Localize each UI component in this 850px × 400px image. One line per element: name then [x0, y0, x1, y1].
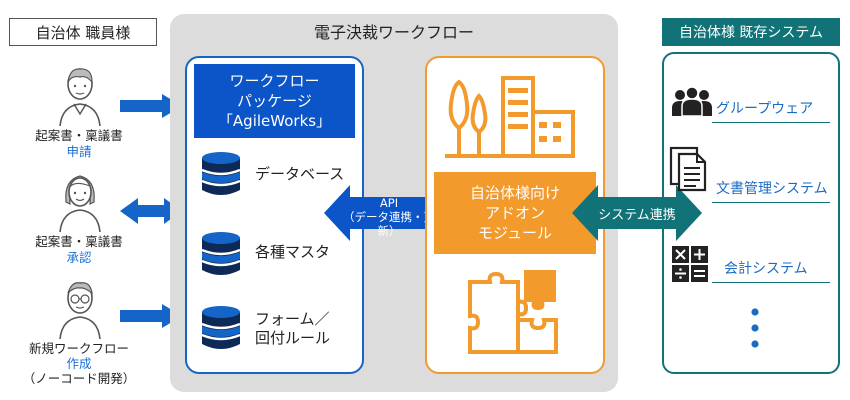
- api-arrow: [324, 185, 454, 241]
- role-doc-label: 起案書・稟議書: [35, 234, 123, 249]
- create-arrow: [120, 304, 182, 328]
- system-link-label: システム連携: [598, 207, 676, 223]
- document-icon: [669, 146, 707, 192]
- group-icon: [672, 86, 712, 116]
- addon-line: アドオン: [484, 204, 545, 222]
- workflow-title: 電子決裁ワークフロー: [313, 23, 474, 42]
- role-action-apply: 申請: [66, 144, 92, 159]
- database-icon: [201, 306, 241, 349]
- component-label-line: 回付ルール: [255, 329, 331, 347]
- system-item-groupware: グループウェア: [712, 96, 830, 123]
- staff-person-icon: [59, 282, 101, 339]
- apply-arrow: [120, 94, 182, 118]
- package-line: ワークフロー: [229, 72, 320, 90]
- package-line: 「AgileWorks」: [217, 112, 332, 130]
- staff-person-icon: [59, 68, 101, 126]
- api-label: API （データ連携・更新）: [335, 196, 443, 238]
- component-label-database: データベース: [255, 165, 345, 183]
- package-line: パッケージ: [237, 92, 312, 110]
- api-label-line2: （データ連携・更新）: [343, 210, 435, 238]
- addon-header: 自治体様向け アドオン モジュール: [434, 172, 596, 254]
- role-doc-label: 新規ワークフロー: [28, 341, 129, 356]
- staff-person-icon: [59, 175, 101, 232]
- database-icon: [201, 152, 241, 195]
- approve-arrow: [120, 198, 182, 224]
- component-label-forms: フォーム／ 回付ルール: [255, 310, 360, 348]
- system-label-accounting: 会計システム: [724, 261, 808, 277]
- api-label-line1: API: [379, 196, 399, 210]
- role-action-approve: 承認: [66, 250, 92, 265]
- package-header: ワークフロー パッケージ 「AgileWorks」: [194, 64, 355, 138]
- component-label-line: フォーム／: [255, 310, 330, 328]
- system-item-accounting: 会計システム: [712, 256, 830, 283]
- building-trees-icon: [445, 76, 575, 158]
- puzzle-icon: [468, 270, 558, 354]
- systems-title: 自治体様 既存システム: [662, 18, 840, 46]
- addon-line: 自治体様向け: [469, 184, 560, 202]
- addon-line: モジュール: [478, 224, 552, 242]
- role-action-create: 作成: [66, 356, 92, 371]
- calculator-icon: [672, 246, 708, 282]
- system-label-groupware: グループウェア: [716, 101, 814, 117]
- role-note: （ノーコード開発）: [22, 371, 136, 386]
- system-label-document-management: 文書管理システム: [716, 181, 828, 197]
- component-label-masters: 各種マスタ: [255, 243, 331, 261]
- database-icon: [201, 232, 241, 275]
- role-doc-label: 起案書・稟議書: [35, 128, 123, 143]
- system-link-arrow: [572, 185, 702, 241]
- system-item-document-management: 文書管理システム: [712, 176, 830, 203]
- more-systems-dots-icon: [751, 308, 759, 348]
- staff-title: 自治体 職員様: [9, 18, 157, 46]
